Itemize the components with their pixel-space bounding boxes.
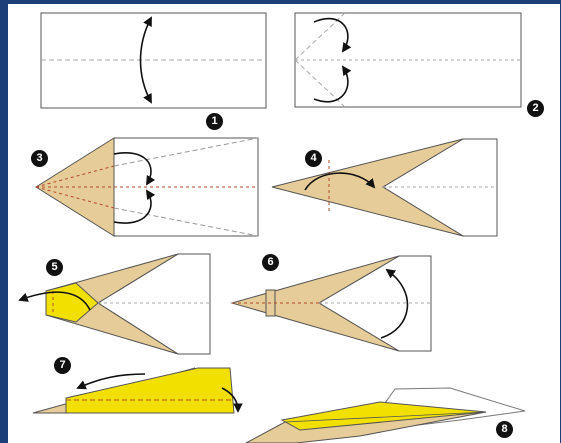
step-6-fold-arrow bbox=[380, 268, 409, 339]
step-2-upper-arrow bbox=[313, 17, 352, 53]
step-4-drawing bbox=[271, 138, 498, 237]
step-number-1: 1 bbox=[206, 113, 223, 130]
step-2-lower-arrow bbox=[313, 65, 352, 103]
step-number-3: 3 bbox=[31, 150, 48, 167]
step-number-7: 7 bbox=[54, 357, 71, 374]
step-4-fold-arrow bbox=[304, 172, 376, 191]
step-5-drawing bbox=[18, 253, 211, 355]
step-7-drawing bbox=[32, 367, 243, 414]
step-3-drawing bbox=[35, 137, 259, 237]
step-8-wing-edge bbox=[284, 411, 487, 423]
step-number-4: 4 bbox=[305, 150, 322, 167]
step-3-upper-fold-line bbox=[113, 137, 259, 167]
step-1-fold-arrow bbox=[139, 16, 152, 104]
step-number-6: 6 bbox=[262, 254, 279, 271]
step-3-lower-crease bbox=[35, 186, 115, 209]
step-number-2: 2 bbox=[527, 100, 544, 117]
step-7-left-arrow bbox=[76, 373, 146, 390]
step-2-upper-fold-line bbox=[294, 12, 346, 61]
step-number-5: 5 bbox=[46, 259, 63, 276]
step-5-fold-arrow bbox=[18, 291, 91, 311]
step-6-drawing bbox=[230, 255, 432, 352]
step-3-upper-arrow bbox=[113, 152, 156, 186]
step-3-lower-fold-line bbox=[113, 207, 259, 237]
step-number-8: 8 bbox=[496, 421, 513, 438]
step-2-drawing bbox=[294, 12, 522, 108]
step-7-right-arrow bbox=[221, 387, 243, 413]
step-8-fuselage bbox=[245, 411, 487, 443]
step-1-drawing bbox=[40, 12, 267, 109]
step-8-drawing bbox=[245, 387, 526, 443]
step-7-body bbox=[65, 367, 235, 414]
step-3-lower-arrow bbox=[113, 189, 156, 224]
step-3-upper-crease bbox=[35, 165, 115, 188]
